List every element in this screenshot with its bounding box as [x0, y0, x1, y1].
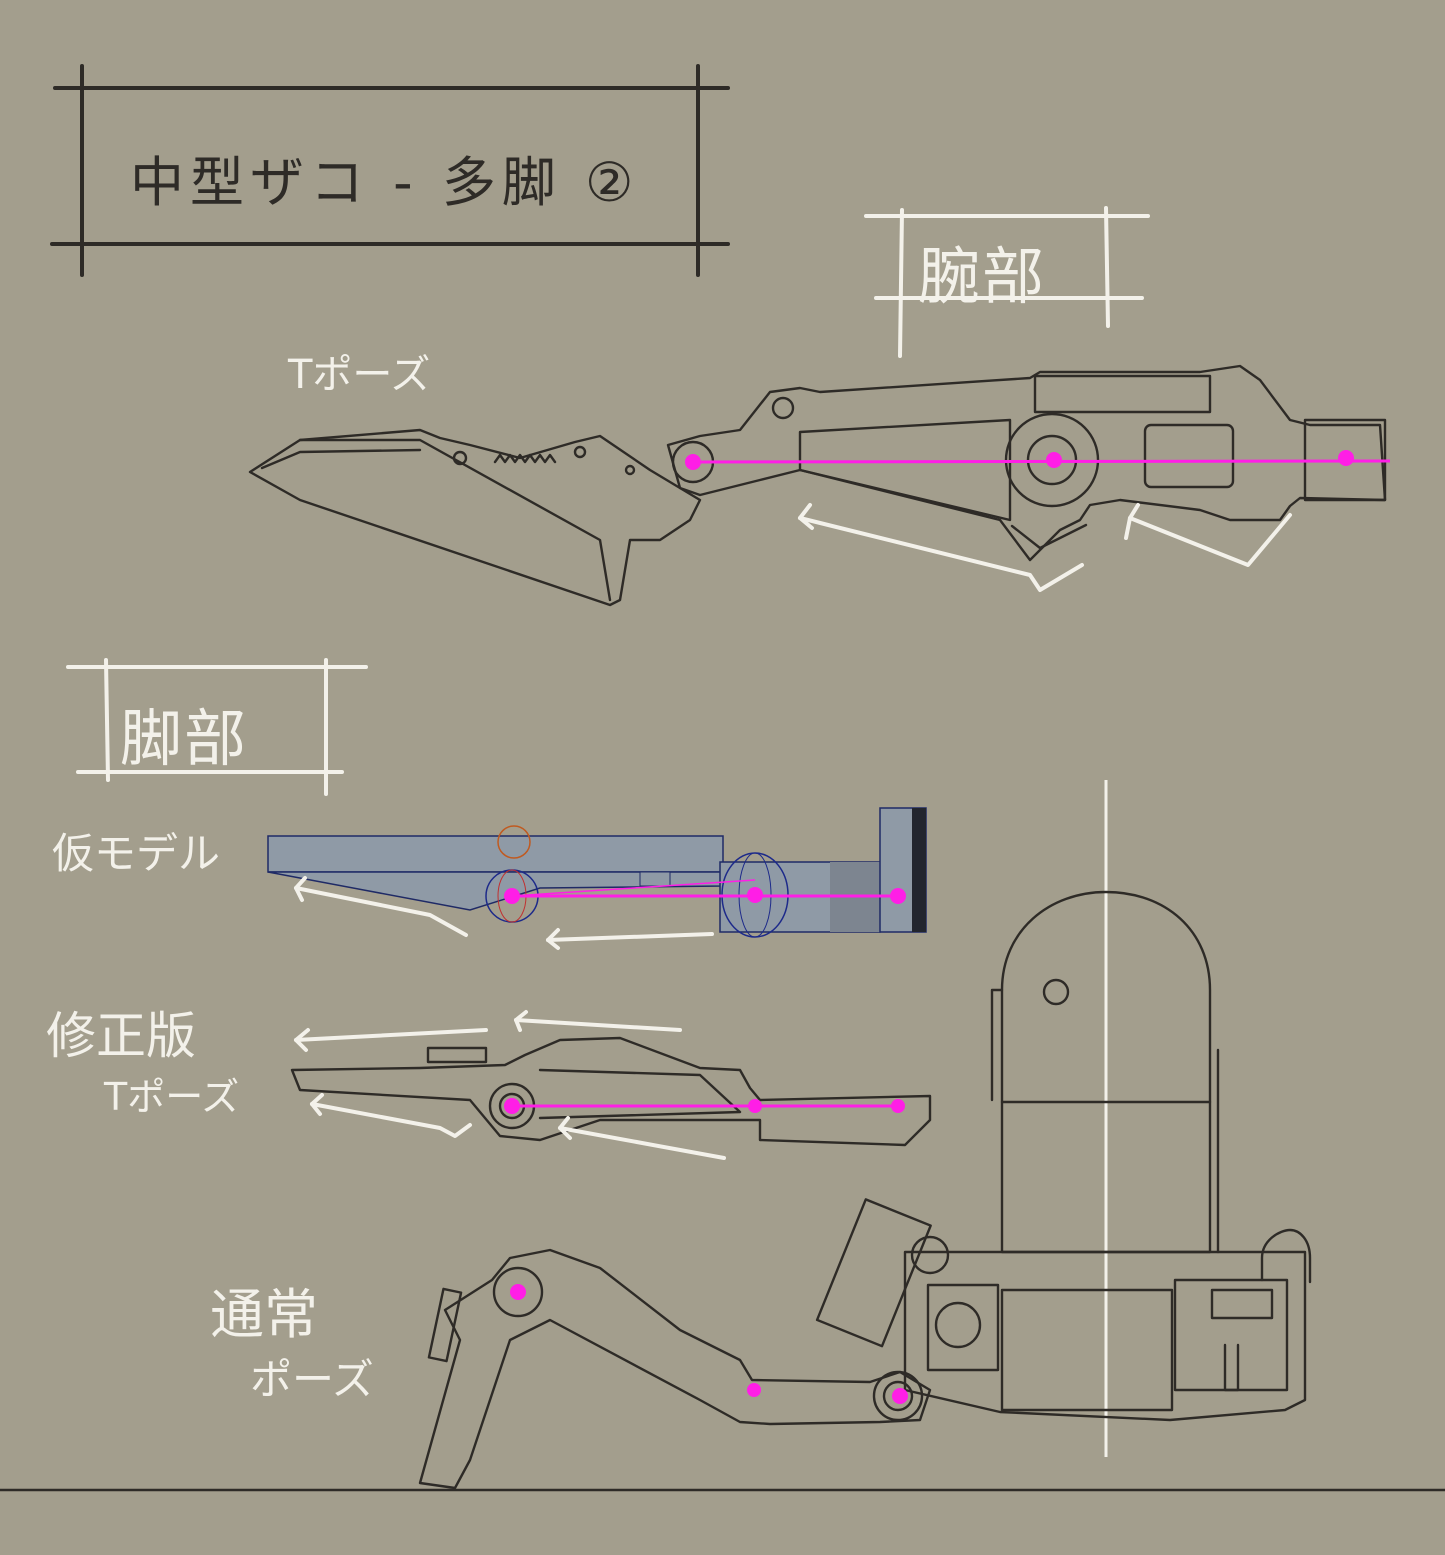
body-with-normal-pose — [418, 780, 1312, 1490]
prototype-model-label: 仮モデル — [52, 829, 221, 878]
arm-section-heading: 腕部 — [918, 240, 1047, 313]
arm-tpose-label: Tポーズ — [288, 352, 431, 398]
revised-tpose-label: Tポーズ — [104, 1075, 240, 1119]
title-frame — [50, 64, 730, 277]
normal-pose-label-line1: 通常 — [210, 1283, 318, 1346]
leg-heading-frame — [66, 658, 368, 796]
arm-tpose-sketch — [248, 364, 1391, 607]
prototype-model — [267, 807, 927, 950]
revised-version-label: 修正版 — [46, 1007, 196, 1065]
revised-leg-sketch — [290, 1010, 932, 1160]
normal-pose-label-line2: ポーズ — [250, 1355, 374, 1404]
arm-heading-frame — [864, 206, 1150, 358]
leg-section-heading: 脚部 — [120, 702, 249, 775]
sheet-title: 中型ザコ - 多脚 ② — [130, 151, 640, 214]
